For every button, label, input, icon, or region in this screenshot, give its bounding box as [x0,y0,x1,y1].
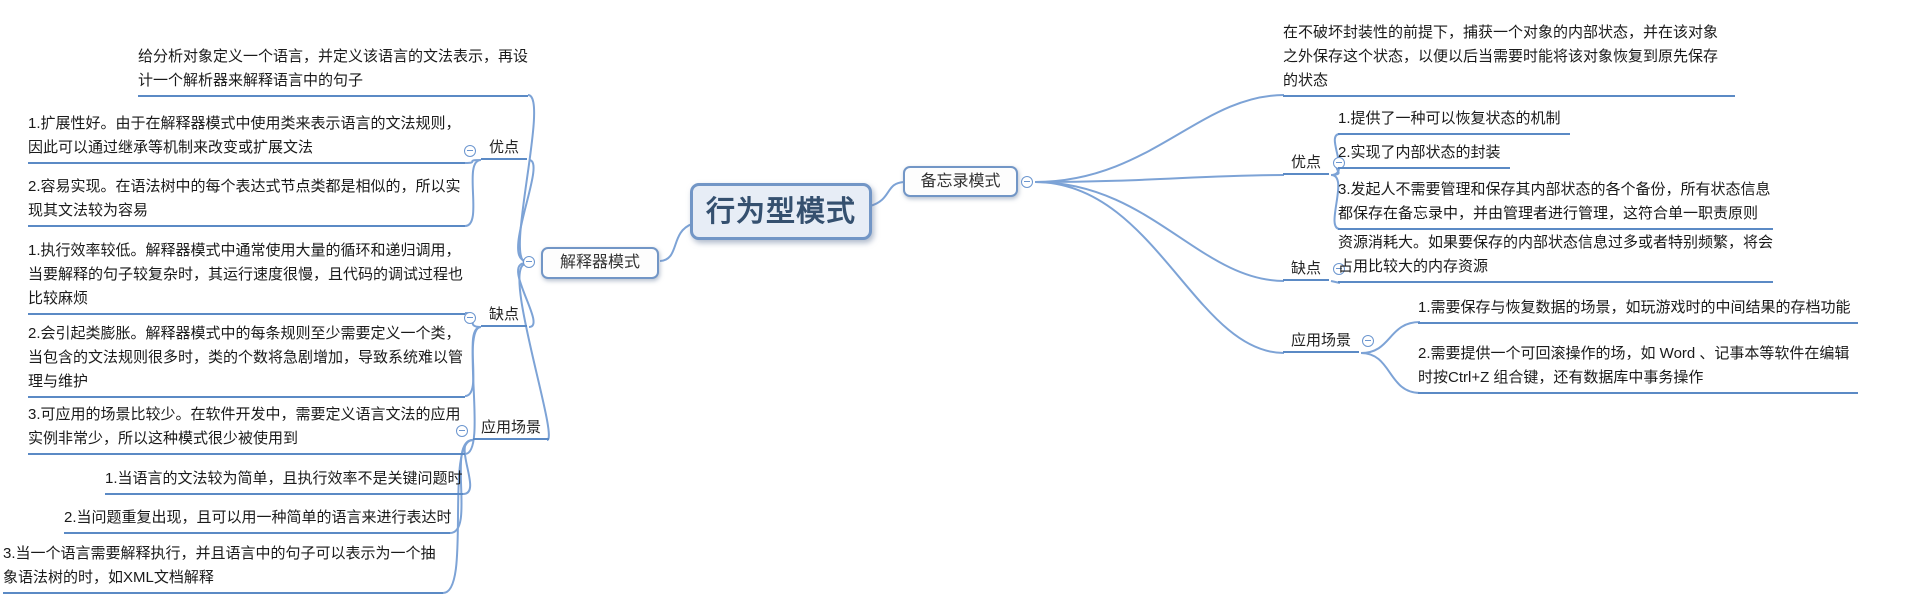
collapse-icon-left-advantages[interactable] [464,145,476,157]
node-line: 资源消耗大。如果要保存的内部状态信息过多或者特别频繁，将会 [1338,234,1774,251]
node-line: 计一个解析器来解释语言中的句子 [138,72,364,89]
node-line: 3.可应用的场景比较少。在软件开发中，需要定义语言文法的应用 [28,406,461,423]
node-interpreter-disadvantage-3[interactable]: 3.可应用的场景比较少。在软件开发中，需要定义语言文法的应用 实例非常少，所以这… [28,403,465,455]
node-memento-disadvantage-1[interactable]: 资源消耗大。如果要保存的内部状态信息过多或者特别频繁，将会 占用比较大的内存资源 [1338,231,1773,283]
node-line: 因此可以通过继承等机制来改变或扩展文法 [28,139,314,156]
collapse-icon-right-advantages[interactable] [1333,157,1345,169]
collapse-icon-memento[interactable] [1021,176,1033,188]
node-interpreter-advantage-2[interactable]: 2.容易实现。在语法树中的每个表达式节点类都是相似的，所以实 现其文法较为容易 [28,175,465,227]
node-line: 理与维护 [28,373,89,390]
label-left-disadvantages[interactable]: 缺点 [481,304,528,327]
node-line: 的状态 [1283,72,1329,89]
collapse-icon-right-scenarios[interactable] [1362,335,1374,347]
node-line: 时按Ctrl+Z 组合键，还有数据库中事务操作 [1418,369,1704,386]
node-line: 1.需要保存与恢复数据的场景，如玩游戏时的中间结果的存档功能 [1418,299,1851,316]
node-line: 比较麻烦 [28,290,89,307]
node-line: 当要解释的句子较复杂时，其运行速度很慢，且代码的调试过程也 [28,266,464,283]
central-topic[interactable]: 行为型模式 [690,183,872,240]
node-memento-description[interactable]: 在不破坏封装性的前提下，捕获一个对象的内部状态，并在该对象 之外保存这个状态，以… [1283,21,1735,97]
node-memento-advantage-1[interactable]: 1.提供了一种可以恢复状态的机制 [1338,107,1570,135]
node-line: 3.发起人不需要管理和保存其内部状态的各个备份，所有状态信息 [1338,181,1771,198]
label-left-scenarios[interactable]: 应用场景 [473,417,550,440]
node-interpreter-description[interactable]: 给分析对象定义一个语言，并定义该语言的文法表示，再设 计一个解析器来解释语言中的… [138,45,528,97]
node-line: 实例非常少，所以这种模式很少被使用到 [28,430,299,447]
node-line: 2.实现了内部状态的封装 [1338,144,1501,161]
collapse-icon-left-disadvantages[interactable] [464,312,476,324]
node-line: 3.当一个语言需要解释执行，并且语言中的句子可以表示为一个抽 [3,545,436,562]
label-right-disadvantages[interactable]: 缺点 [1283,258,1330,281]
node-interpreter-scenario-1[interactable]: 1.当语言的文法较为简单，且执行效率不是关键问题时 [105,467,463,495]
node-line: 在不破坏封装性的前提下，捕获一个对象的内部状态，并在该对象 [1283,24,1719,41]
node-line: 1.扩展性好。由于在解释器模式中使用类来表示语言的文法规则， [28,115,461,132]
node-interpreter-scenario-3[interactable]: 3.当一个语言需要解释执行，并且语言中的句子可以表示为一个抽 象语法树的时，如X… [3,542,443,594]
node-line: 2.需要提供一个可回滚操作的场，如 Word 、记事本等软件在编辑 [1418,345,1850,362]
collapse-icon-right-disadvantages[interactable] [1333,263,1345,275]
node-interpreter-advantage-1[interactable]: 1.扩展性好。由于在解释器模式中使用类来表示语言的文法规则， 因此可以通过继承等… [28,112,465,164]
node-line: 给分析对象定义一个语言，并定义该语言的文法表示，再设 [138,48,529,65]
label-left-advantages[interactable]: 优点 [481,137,528,160]
node-line: 1.当语言的文法较为简单，且执行效率不是关键问题时 [105,470,463,487]
node-line: 1.执行效率较低。解释器模式中通常使用大量的循环和递归调用， [28,242,461,259]
node-line: 当包含的文法规则很多时，类的个数将急剧增加，导致系统难以管 [28,349,464,366]
node-line: 2.当问题重复出现，且可以用一种简单的语言来进行表达时 [64,509,452,526]
node-line: 之外保存这个状态，以便以后当需要时能将该对象恢复到原先保存 [1283,48,1719,65]
node-line: 2.会引起类膨胀。解释器模式中的每条规则至少需要定义一个类， [28,325,461,342]
topic-memento-pattern[interactable]: 备忘录模式 [903,166,1018,197]
node-line: 1.提供了一种可以恢复状态的机制 [1338,110,1561,127]
node-line: 象语法树的时，如XML文档解释 [3,569,214,586]
node-memento-advantage-2[interactable]: 2.实现了内部状态的封装 [1338,141,1510,169]
node-memento-scenario-1[interactable]: 1.需要保存与恢复数据的场景，如玩游戏时的中间结果的存档功能 [1418,296,1858,324]
topic-interpreter-pattern[interactable]: 解释器模式 [541,247,659,279]
node-line: 现其文法较为容易 [28,202,149,219]
collapse-icon-interpreter[interactable] [523,256,535,268]
node-interpreter-disadvantage-1[interactable]: 1.执行效率较低。解释器模式中通常使用大量的循环和递归调用， 当要解释的句子较复… [28,239,465,315]
node-line: 占用比较大的内存资源 [1338,258,1489,275]
node-interpreter-disadvantage-2[interactable]: 2.会引起类膨胀。解释器模式中的每条规则至少需要定义一个类， 当包含的文法规则很… [28,322,465,398]
collapse-icon-left-scenarios[interactable] [456,425,468,437]
label-right-scenarios[interactable]: 应用场景 [1283,330,1360,353]
node-memento-scenario-2[interactable]: 2.需要提供一个可回滚操作的场，如 Word 、记事本等软件在编辑 时按Ctrl… [1418,342,1858,394]
node-line: 都保存在备忘录中，并由管理者进行管理，这符合单一职责原则 [1338,205,1759,222]
label-right-advantages[interactable]: 优点 [1283,152,1330,175]
node-memento-advantage-3[interactable]: 3.发起人不需要管理和保存其内部状态的各个备份，所有状态信息 都保存在备忘录中，… [1338,178,1773,230]
node-line: 2.容易实现。在语法树中的每个表达式节点类都是相似的，所以实 [28,178,461,195]
node-interpreter-scenario-2[interactable]: 2.当问题重复出现，且可以用一种简单的语言来进行表达时 [64,506,452,534]
